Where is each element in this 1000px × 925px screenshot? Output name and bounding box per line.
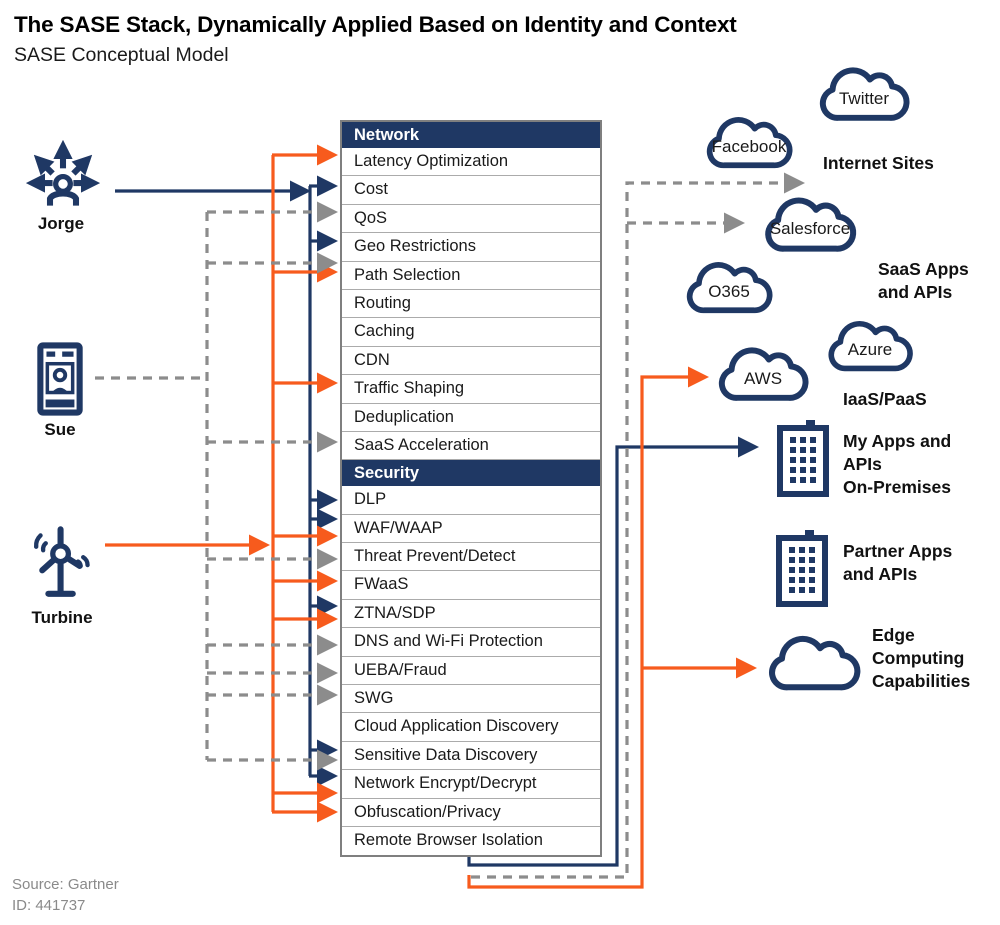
source-id-line: ID: 441737 bbox=[12, 897, 86, 914]
page-subtitle: SASE Conceptual Model bbox=[14, 44, 229, 66]
stack-row: Network Encrypt/Decrypt bbox=[342, 770, 600, 799]
stack-section-header: Network bbox=[342, 122, 600, 148]
stack-row: DLP bbox=[342, 486, 600, 515]
stack-row: Threat Prevent/Detect bbox=[342, 543, 600, 572]
stack-row: Obfuscation/Privacy bbox=[342, 798, 600, 827]
stack-row: Routing bbox=[342, 289, 600, 319]
stack-row: CDN bbox=[342, 346, 600, 376]
label-internet-sites: Internet Sites bbox=[823, 153, 934, 173]
stack-row: Cost bbox=[342, 176, 600, 205]
source-note: Source: Gartner ID: 441737 bbox=[12, 874, 119, 916]
stack-row: QoS bbox=[342, 204, 600, 234]
cloud-label: Azure bbox=[847, 340, 893, 360]
stack-row: Deduplication bbox=[342, 403, 600, 432]
stack-row: Caching bbox=[342, 318, 600, 347]
stack-row: ZTNA/SDP bbox=[342, 599, 600, 629]
cloud-facebook: Facebook bbox=[700, 110, 798, 175]
cloud-aws: AWS bbox=[712, 340, 814, 408]
user-roaming-icon bbox=[22, 138, 104, 216]
stack-row: DNS and Wi-Fi Protection bbox=[342, 628, 600, 657]
cloud-salesforce: Salesforce bbox=[758, 190, 862, 259]
cloud-edge-computing bbox=[762, 628, 866, 698]
label-saas-apps: SaaS Apps and APIs bbox=[878, 259, 969, 302]
entity-label-sue: Sue bbox=[44, 420, 76, 439]
cloud-o365: O365 bbox=[680, 255, 778, 320]
source-line: Source: Gartner bbox=[12, 876, 119, 893]
building-partner-apps-icon bbox=[772, 530, 832, 608]
stack-row: Traffic Shaping bbox=[342, 375, 600, 404]
label-edge-computing: Edge Computing Capabilities bbox=[872, 625, 971, 691]
cloud-label: Salesforce bbox=[769, 219, 851, 239]
mobile-user-icon bbox=[36, 340, 84, 418]
page-title: The SASE Stack, Dynamically Applied Base… bbox=[14, 12, 737, 37]
cloud-label: O365 bbox=[708, 282, 750, 302]
stack-row: WAF/WAAP bbox=[342, 514, 600, 544]
stack-row: Remote Browser Isolation bbox=[342, 826, 600, 856]
stack-row: Latency Optimization bbox=[342, 148, 600, 177]
stack-row: Geo Restrictions bbox=[342, 233, 600, 262]
entity-label-turbine: Turbine bbox=[31, 608, 93, 627]
cloud-label: Facebook bbox=[711, 137, 787, 157]
label-my-apps: My Apps and APIs On-Premises bbox=[843, 431, 952, 497]
cloud-azure: Azure bbox=[822, 314, 918, 378]
label-partner-apps: Partner Apps and APIs bbox=[843, 541, 953, 584]
stack-row: Sensitive Data Discovery bbox=[342, 741, 600, 771]
wind-turbine-icon bbox=[24, 520, 98, 604]
stack-row: FWaaS bbox=[342, 571, 600, 600]
stack-row: SaaS Acceleration bbox=[342, 431, 600, 461]
stack-row: SWG bbox=[342, 685, 600, 714]
stack-row: Cloud Application Discovery bbox=[342, 713, 600, 742]
stack-section-header: Security bbox=[342, 460, 600, 487]
cloud-label: Twitter bbox=[838, 88, 890, 108]
stack-row: UEBA/Fraud bbox=[342, 656, 600, 686]
building-my-apps-icon bbox=[773, 420, 833, 498]
label-iaas-paas: IaaS/PaaS bbox=[843, 389, 927, 409]
stack-row: Path Selection bbox=[342, 261, 600, 290]
cloud-label: AWS bbox=[743, 368, 783, 388]
entity-label-jorge: Jorge bbox=[37, 214, 85, 233]
cloud-twitter: Twitter bbox=[813, 60, 915, 128]
